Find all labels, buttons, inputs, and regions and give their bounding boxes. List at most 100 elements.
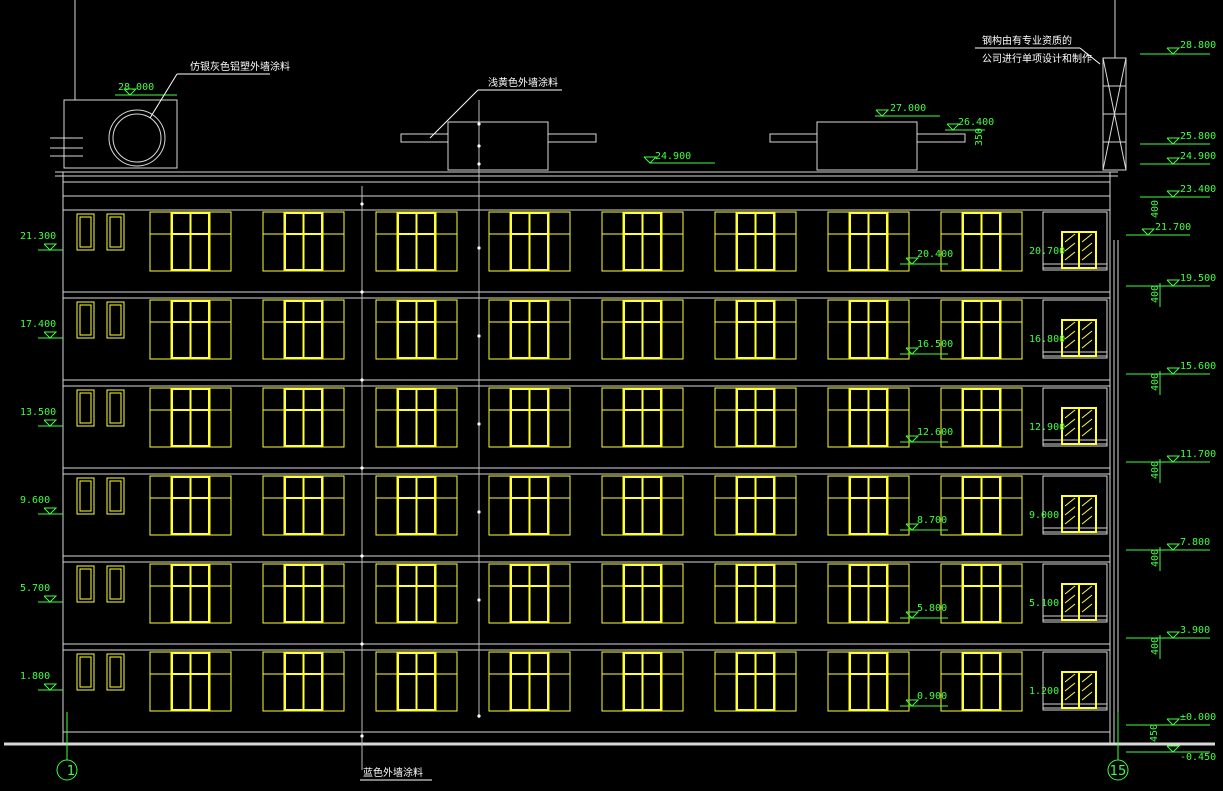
left-level: 9.600 [20, 495, 50, 506]
window-bay [262, 563, 345, 624]
small-window [106, 477, 125, 515]
right-level: 19.500 [1180, 273, 1216, 284]
balcony-level: 16.800 [1029, 334, 1065, 345]
window-bay [262, 211, 345, 272]
window-bay [149, 651, 232, 712]
small-window [76, 653, 95, 691]
window-bay [149, 387, 232, 448]
right-dim: 400 [1150, 373, 1161, 391]
window-bay [714, 475, 797, 536]
window-bay [714, 211, 797, 272]
building-outline [4, 0, 1215, 770]
small-window [76, 389, 95, 427]
sill-level: 16.500 [917, 339, 953, 350]
window-bay [601, 651, 684, 712]
level-right-upper-4: 21.700 [1155, 222, 1191, 233]
window-bay [262, 651, 345, 712]
window-bay [262, 475, 345, 536]
window-bay [714, 651, 797, 712]
level-ground-zero: ±0.000 [1180, 712, 1216, 723]
sill-level: 0.900 [917, 691, 947, 702]
right-level: 11.700 [1180, 449, 1216, 460]
dim-ground: 450 [1149, 724, 1160, 742]
window-bay [488, 651, 571, 712]
window-bay [375, 299, 458, 360]
level-right-upper-1: 25.800 [1180, 131, 1216, 142]
balcony-level: 20.700 [1029, 246, 1065, 257]
window-bay [940, 299, 1023, 360]
axis-label-right: 15 [1110, 764, 1127, 779]
level-parapet: 24.900 [655, 151, 691, 162]
level-right-upper-2: 24.900 [1180, 151, 1216, 162]
balcony-column [1042, 211, 1108, 711]
balcony-level: 1.200 [1029, 686, 1059, 697]
small-window [76, 477, 95, 515]
left-level: 17.400 [20, 319, 56, 330]
window-bay [827, 475, 910, 536]
window-bay [601, 299, 684, 360]
small-window [76, 565, 95, 603]
label-steel-1: 钢构由有专业资质的 [982, 34, 1072, 47]
level-roof-unit: 28.000 [118, 82, 154, 93]
window-bay [375, 651, 458, 712]
balcony-level: 5.100 [1029, 598, 1059, 609]
balcony-level: 9.000 [1029, 510, 1059, 521]
sill-level: 8.700 [917, 515, 947, 526]
window-bay [375, 475, 458, 536]
axis-bubbles: 1 15 [56, 759, 1129, 781]
left-level: 21.300 [20, 231, 56, 242]
window-bay [149, 475, 232, 536]
center-markers [360, 122, 481, 738]
level-right-upper-3: 23.400 [1180, 184, 1216, 195]
window-bay [149, 211, 232, 272]
label-top-mid: 浅黄色外墙涂料 [488, 76, 558, 89]
sill-level: 5.800 [917, 603, 947, 614]
right-dim: 400 [1150, 285, 1161, 303]
window-bay [375, 387, 458, 448]
small-window [106, 301, 125, 339]
small-window [76, 301, 95, 339]
window-bay [714, 299, 797, 360]
balcony [1042, 475, 1108, 535]
window-bay [827, 387, 910, 448]
level-ground-minus: -0.450 [1180, 752, 1216, 763]
window-bay [488, 299, 571, 360]
annotations: 仿银灰色铝塑外墙涂料 浅黄色外墙涂料 钢构由有专业资质的 公司进行单项设计和制作… [149, 34, 1101, 781]
window-bay [262, 387, 345, 448]
right-dim: 400 [1150, 200, 1161, 218]
right-level-labels: 19.50040015.60040011.7004007.8004003.900… [1150, 200, 1216, 659]
window-bay [149, 563, 232, 624]
window-bay [601, 211, 684, 272]
small-window [76, 213, 95, 251]
sill-level: 20.400 [917, 249, 953, 260]
window-bay [149, 299, 232, 360]
window-bay [714, 563, 797, 624]
window-bay [940, 211, 1023, 272]
axis-label-left: 1 [67, 764, 75, 779]
right-level: 3.900 [1180, 625, 1210, 636]
window-bay [601, 387, 684, 448]
window-bay [488, 387, 571, 448]
window-bay [827, 651, 910, 712]
window-bay [940, 387, 1023, 448]
window-bay [262, 299, 345, 360]
window-bay [827, 563, 910, 624]
level-box-small: 26.400 [958, 117, 994, 128]
balcony [1042, 299, 1108, 359]
right-dim: 400 [1150, 637, 1161, 655]
right-level: 15.600 [1180, 361, 1216, 372]
window-bay [827, 211, 910, 272]
balcony [1042, 211, 1108, 271]
window-bay [601, 563, 684, 624]
window-grid [76, 211, 1023, 712]
balcony [1042, 651, 1108, 711]
window-bay [940, 563, 1023, 624]
window-bay [827, 299, 910, 360]
window-bay [375, 563, 458, 624]
label-top-left: 仿银灰色铝塑外墙涂料 [190, 60, 290, 73]
left-level: 13.500 [20, 407, 56, 418]
